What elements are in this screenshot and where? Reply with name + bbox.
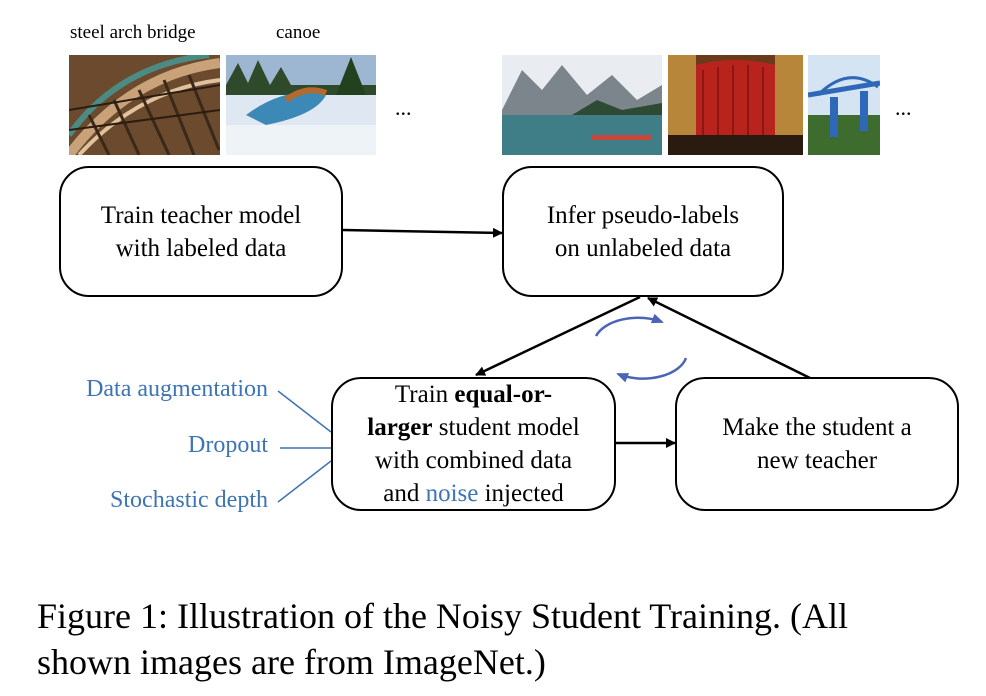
caption-line1: Figure 1: Illustration of the Noisy Stud…: [37, 596, 848, 636]
train-teacher-line2: with labeled data: [115, 234, 287, 262]
noise-stochastic-depth: Stochastic depth: [110, 487, 268, 513]
canoe-image: [226, 55, 376, 155]
arrow-infer-to-student: [475, 295, 641, 377]
steel-arch-bridge-image: [69, 55, 220, 155]
train-student-line1: Train equal-or-: [367, 378, 579, 411]
arrow-make-teacher-to-infer: [647, 296, 811, 380]
connector-stochastic-depth: [277, 460, 332, 503]
infer-pseudo-labels-box: Infer pseudo-labels on unlabeled data: [502, 166, 784, 297]
theater-stage-image: [668, 55, 803, 155]
labeled-images-ellipsis: ...: [395, 95, 412, 120]
infer-pseudo-line1: Infer pseudo-labels: [546, 201, 740, 229]
train-teacher-box: Train teacher model with labeled data: [59, 166, 343, 297]
lake-mountain-image: [502, 55, 662, 155]
arrow-teacher-to-infer: [342, 227, 503, 238]
train-teacher-line1: Train teacher model: [100, 201, 302, 229]
loop-arrow-top: [594, 313, 664, 337]
make-teacher-line1: Make the student a: [722, 414, 912, 441]
caption-line2: shown images are from ImageNet.): [37, 642, 546, 682]
equal-or-bold-text: equal-or-: [454, 381, 553, 408]
train-student-line2: larger student model: [367, 411, 579, 444]
loop-arrow-bottom: [616, 357, 688, 383]
image-label-canoe: canoe: [276, 22, 321, 43]
noise-highlight-text: noise: [425, 480, 479, 507]
train-student-text-model: student model: [432, 414, 580, 441]
noise-dropout: Dropout: [188, 432, 268, 458]
make-teacher-line2: new teacher: [756, 447, 878, 474]
larger-bold-text: larger: [367, 414, 433, 441]
train-student-line3: with combined data: [374, 447, 573, 474]
figure-caption: Figure 1: Illustration of the Noisy Stud…: [37, 593, 977, 685]
unlabeled-images-ellipsis: ...: [895, 95, 912, 120]
train-student-text-and: and: [383, 480, 426, 507]
noise-data-augmentation: Data augmentation: [86, 376, 268, 402]
make-new-teacher-box: Make the student a new teacher: [675, 377, 959, 511]
connector-data-augmentation: [277, 390, 332, 433]
train-student-text-train: Train: [394, 381, 455, 408]
train-student-text-injected: injected: [478, 480, 564, 507]
blue-bridge-image: [808, 55, 880, 155]
image-label-steel-arch-bridge: steel arch bridge: [70, 22, 196, 43]
infer-pseudo-line2: on unlabeled data: [554, 234, 732, 262]
train-student-line4: and noise injected: [367, 477, 579, 510]
train-student-box: Train equal-or- larger student model wit…: [331, 377, 616, 511]
